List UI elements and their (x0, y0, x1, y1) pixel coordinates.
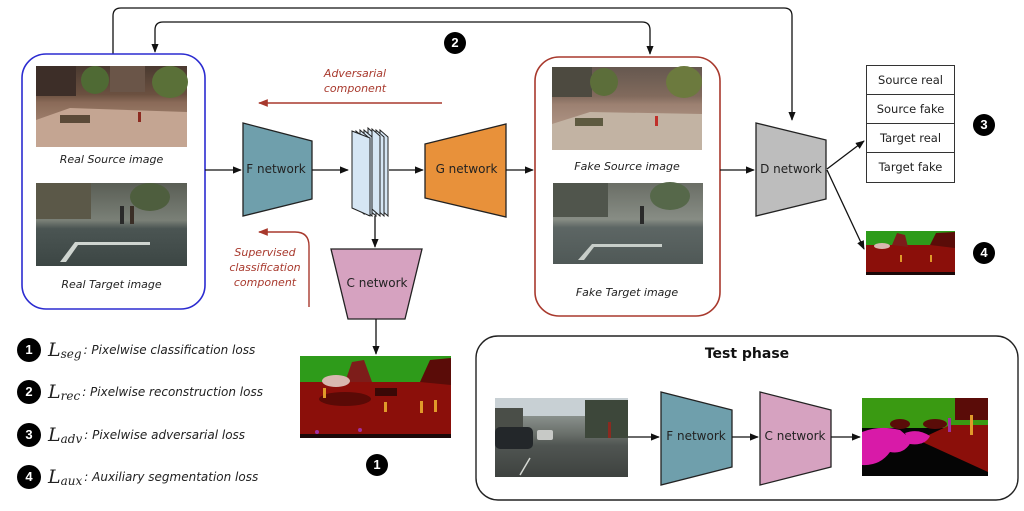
legend-badge-3: 3 (17, 423, 41, 447)
badge-2: 2 (444, 32, 466, 54)
supervised-line-3: component (233, 276, 297, 289)
adversarial-line-1: Adversarial (323, 67, 387, 80)
supervised-line-2: classification (229, 261, 301, 274)
f-network-shape (242, 122, 313, 217)
fake-source-image (552, 66, 702, 150)
fake-target-image (553, 182, 703, 264)
legend-badge-4: 4 (17, 465, 41, 489)
disc-output-source-fake: Source fake (867, 95, 954, 124)
test-phase-box (475, 335, 1019, 501)
g-network-shape (424, 123, 507, 218)
test-c-network-shape (759, 391, 832, 486)
d-feedback-loop (112, 7, 796, 121)
loss-symbol: L (48, 424, 61, 446)
real-target-caption: Real Target image (61, 278, 162, 291)
test-phase-title: Test phase (704, 346, 790, 362)
supervised-component-label: Supervised classification component (222, 245, 308, 290)
supervised-arrow (258, 228, 310, 307)
real-source-image (36, 66, 188, 147)
badge-4: 4 (973, 242, 995, 264)
loss-subscript: adv (60, 432, 83, 446)
feature-map-stack (351, 126, 389, 218)
loss-symbol: L (48, 381, 61, 403)
adversarial-line-2: component (323, 82, 387, 95)
disc-output-target-fake: Target fake (878, 160, 943, 174)
legend-desc: : Pixelwise classification loss (83, 343, 256, 357)
aux-segmentation-image (866, 231, 955, 275)
segmentation-output-image (300, 356, 451, 438)
real-images-box (21, 53, 206, 310)
d-network-shape (755, 122, 827, 217)
c-network-label: C network (346, 276, 408, 290)
loss-symbol: L (48, 466, 61, 488)
fake-source-caption: Fake Source image (574, 160, 680, 173)
loss-subscript: seg (60, 347, 82, 361)
real-source-caption: Real Source image (59, 153, 164, 166)
g-network-label: G network (435, 162, 498, 176)
reconstruction-loop (151, 21, 654, 55)
badge-3: 3 (973, 114, 995, 136)
loss-symbol: L (48, 339, 61, 361)
badge-1: 1 (366, 454, 388, 476)
legend-desc: : Auxiliary segmentation loss (84, 470, 259, 484)
legend-desc: : Pixelwise adversarial loss (84, 428, 246, 442)
loss-subscript: aux (60, 474, 83, 488)
real-target-image (36, 183, 187, 266)
test-c-network-label: C network (764, 429, 826, 443)
test-input-image (495, 398, 628, 477)
legend-badge-2: 2 (17, 380, 41, 404)
discriminator-output-table: Source real Source fake Target real Targ… (866, 65, 955, 183)
loss-subscript: rec (60, 389, 81, 403)
adversarial-component-label: Adversarial component (310, 66, 400, 96)
legend-desc: : Pixelwise reconstruction loss (82, 385, 263, 399)
d-network-label: D network (760, 162, 822, 176)
fake-images-box (534, 56, 721, 317)
c-network-shape (330, 248, 423, 320)
fake-target-caption: Fake Target image (575, 286, 679, 299)
test-f-network-label: F network (666, 429, 726, 443)
supervised-line-1: Supervised (234, 246, 296, 259)
disc-output-target-real: Target real (867, 124, 954, 153)
disc-output-source-real: Source real (867, 66, 954, 95)
test-f-network-shape (660, 391, 733, 486)
f-network-label: F network (246, 162, 306, 176)
test-output-segmentation (862, 398, 988, 476)
legend-badge-1: 1 (17, 338, 41, 362)
